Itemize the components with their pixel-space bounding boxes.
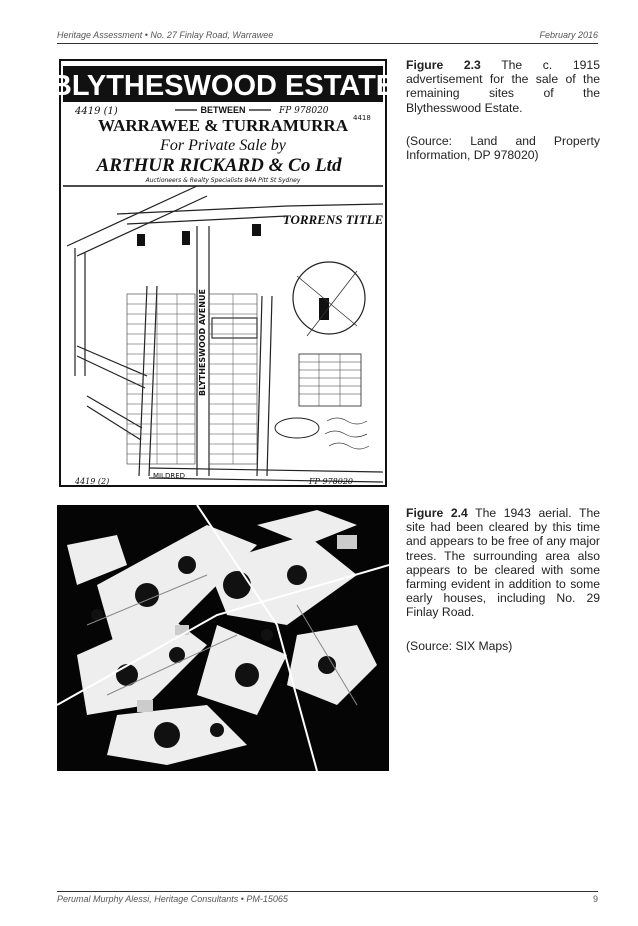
sale-poster: BLYTHESWOOD ESTATE 4419 (1) BETWEEN FP 9… bbox=[57, 56, 389, 490]
poster-ref-left: 4419 (1) bbox=[74, 106, 118, 117]
figure-2-4-image bbox=[57, 505, 389, 771]
poster-bottom-street: MILDRED bbox=[153, 472, 185, 480]
page-header: Heritage Assessment • No. 27 Finlay Road… bbox=[57, 30, 598, 42]
poster-sale-line: For Private Sale by bbox=[159, 137, 287, 154]
poster-ref-number: 4418 bbox=[353, 114, 371, 122]
poster-locations: WARRAWEE & TURRAMURRA bbox=[98, 116, 349, 135]
figure-2-3-label: Figure 2.3 bbox=[406, 58, 481, 72]
header-rule bbox=[57, 43, 598, 44]
aerial-photo bbox=[57, 505, 389, 771]
header-left: Heritage Assessment • No. 27 Finlay Road… bbox=[57, 30, 274, 40]
page-footer: Perumal Murphy Alessi, Heritage Consulta… bbox=[57, 894, 598, 906]
figure-2-3-caption: Figure 2.3 The c. 1915 advertisement for… bbox=[406, 58, 600, 115]
header-date: February 2016 bbox=[539, 30, 598, 40]
footer-left: Perumal Murphy Alessi, Heritage Consulta… bbox=[57, 894, 288, 904]
poster-agent: ARTHUR RICKARD & Co Ltd bbox=[96, 155, 342, 176]
figure-2-4-source: (Source: SIX Maps) bbox=[406, 638, 513, 653]
figure-2-3-caption-block: Figure 2.3 The c. 1915 advertisement for… bbox=[406, 58, 600, 181]
figure-2-3-source: (Source: Land and Property Information, … bbox=[406, 133, 600, 163]
figure-2-4-caption-block: Figure 2.4 The 1943 aerial. The site had… bbox=[406, 506, 600, 672]
poster-torrens: TORRENS TITLE bbox=[283, 212, 384, 227]
footer-rule bbox=[57, 891, 598, 892]
poster-bottom-ref: 4419 (2) bbox=[74, 477, 109, 486]
poster-agent-sub: Auctioneers & Realty Specialists 84A Pit… bbox=[145, 177, 301, 184]
figure-2-3-image: BLYTHESWOOD ESTATE 4419 (1) BETWEEN FP 9… bbox=[57, 56, 389, 490]
poster-title: BLYTHESWOOD ESTATE bbox=[57, 70, 389, 102]
poster-avenue: BLYTHESWOOD AVENUE bbox=[198, 289, 207, 396]
poster-ref-right: FP 978020 bbox=[278, 106, 329, 116]
poster-between: BETWEEN bbox=[201, 105, 246, 115]
figure-2-4-caption: Figure 2.4 The 1943 aerial. The site had… bbox=[406, 506, 601, 620]
figure-2-4-label: Figure 2.4 bbox=[406, 506, 468, 520]
poster-fp-bottom: FP 978020 bbox=[308, 477, 353, 486]
page-number: 9 bbox=[592, 894, 598, 904]
